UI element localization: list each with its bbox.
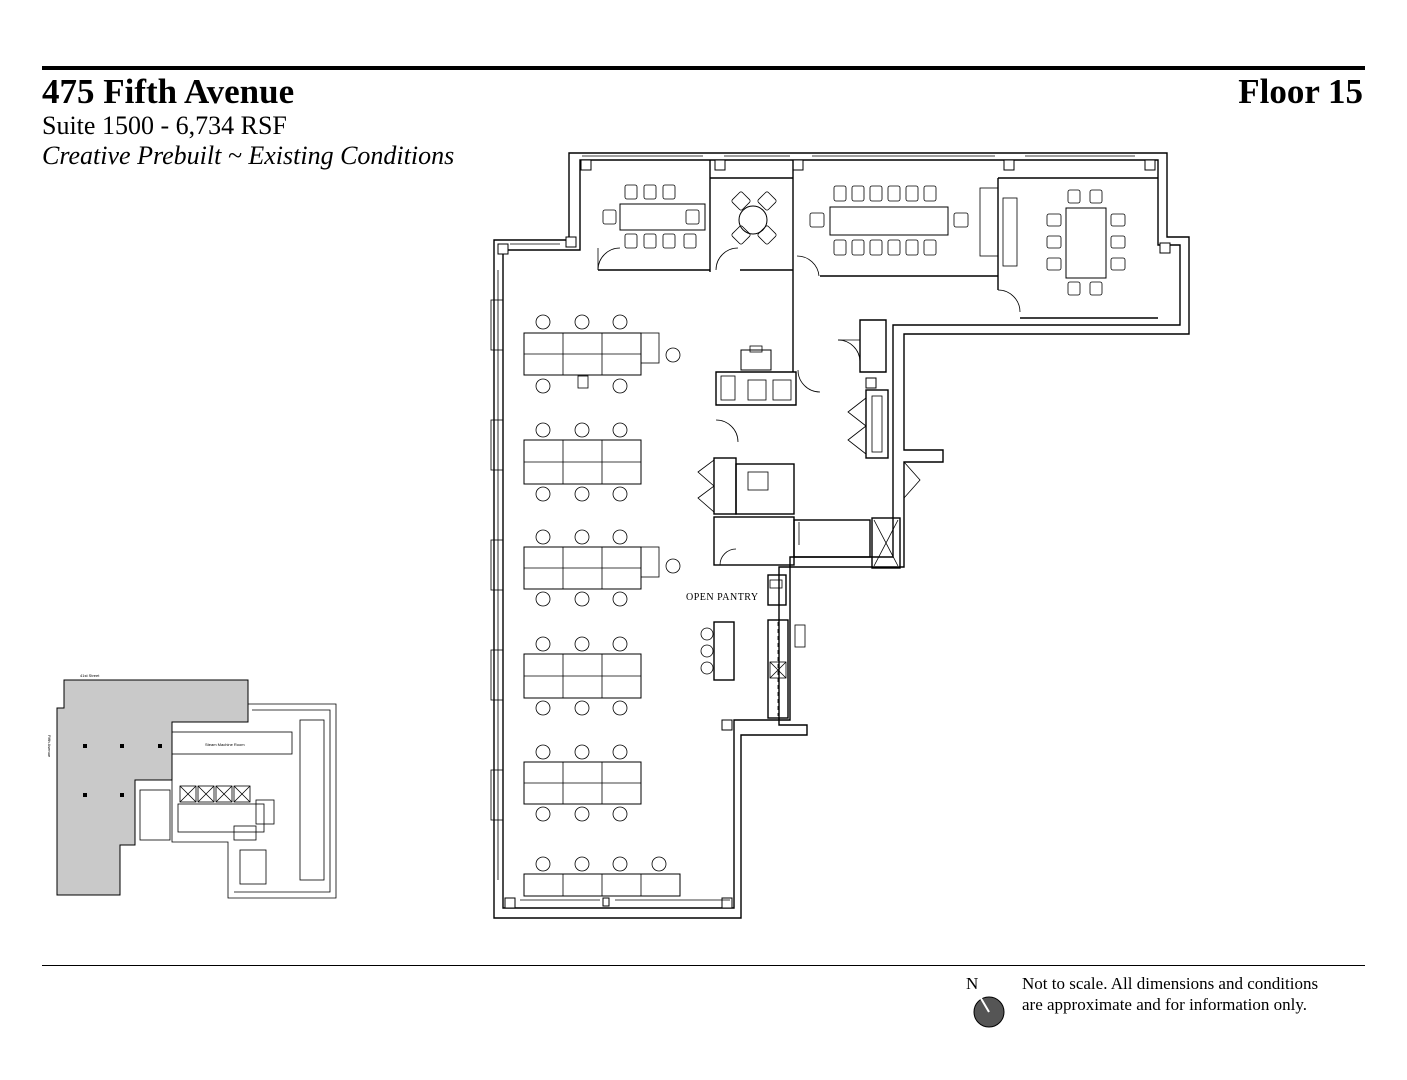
conference-room-3 [1046,189,1126,296]
conference-room-2 [809,185,969,256]
pantry-label: OPEN PANTRY [686,592,759,603]
north-label: N [966,974,979,993]
conditions-subtitle: Creative Prebuilt ~ Existing Conditions [42,141,455,170]
conference-room-1 [602,184,706,249]
round-table-room [731,191,777,245]
footer-rule [42,965,1365,966]
disclaimer-line-2: are approximate and for information only… [1022,995,1307,1014]
open-pantry: OPEN PANTRY [686,574,806,719]
top-rooms [597,160,1158,393]
core-area [697,319,921,569]
north-arrow: N [962,974,1012,1030]
header-rule [42,66,1365,70]
workstation-clusters [520,314,730,901]
building-title: 475 Fifth Avenue [42,72,295,111]
key-plan: Steam Machine Room 41st Street Fifth Ave… [47,673,337,899]
north-compass-icon [973,994,1005,1028]
keyplan-room-label: Steam Machine Room [205,742,245,747]
keyplan-avenue-label: Fifth Avenue [47,735,52,758]
suite-subtitle: Suite 1500 - 6,734 RSF [42,111,287,140]
columns [490,159,1171,909]
disclaimer-line-1: Not to scale. All dimensions and conditi… [1022,974,1319,993]
disclaimer: Not to scale. All dimensions and conditi… [1022,973,1362,1015]
keyplan-street-label: 41st Street [80,673,100,678]
floor-label: Floor 15 [1238,72,1363,111]
